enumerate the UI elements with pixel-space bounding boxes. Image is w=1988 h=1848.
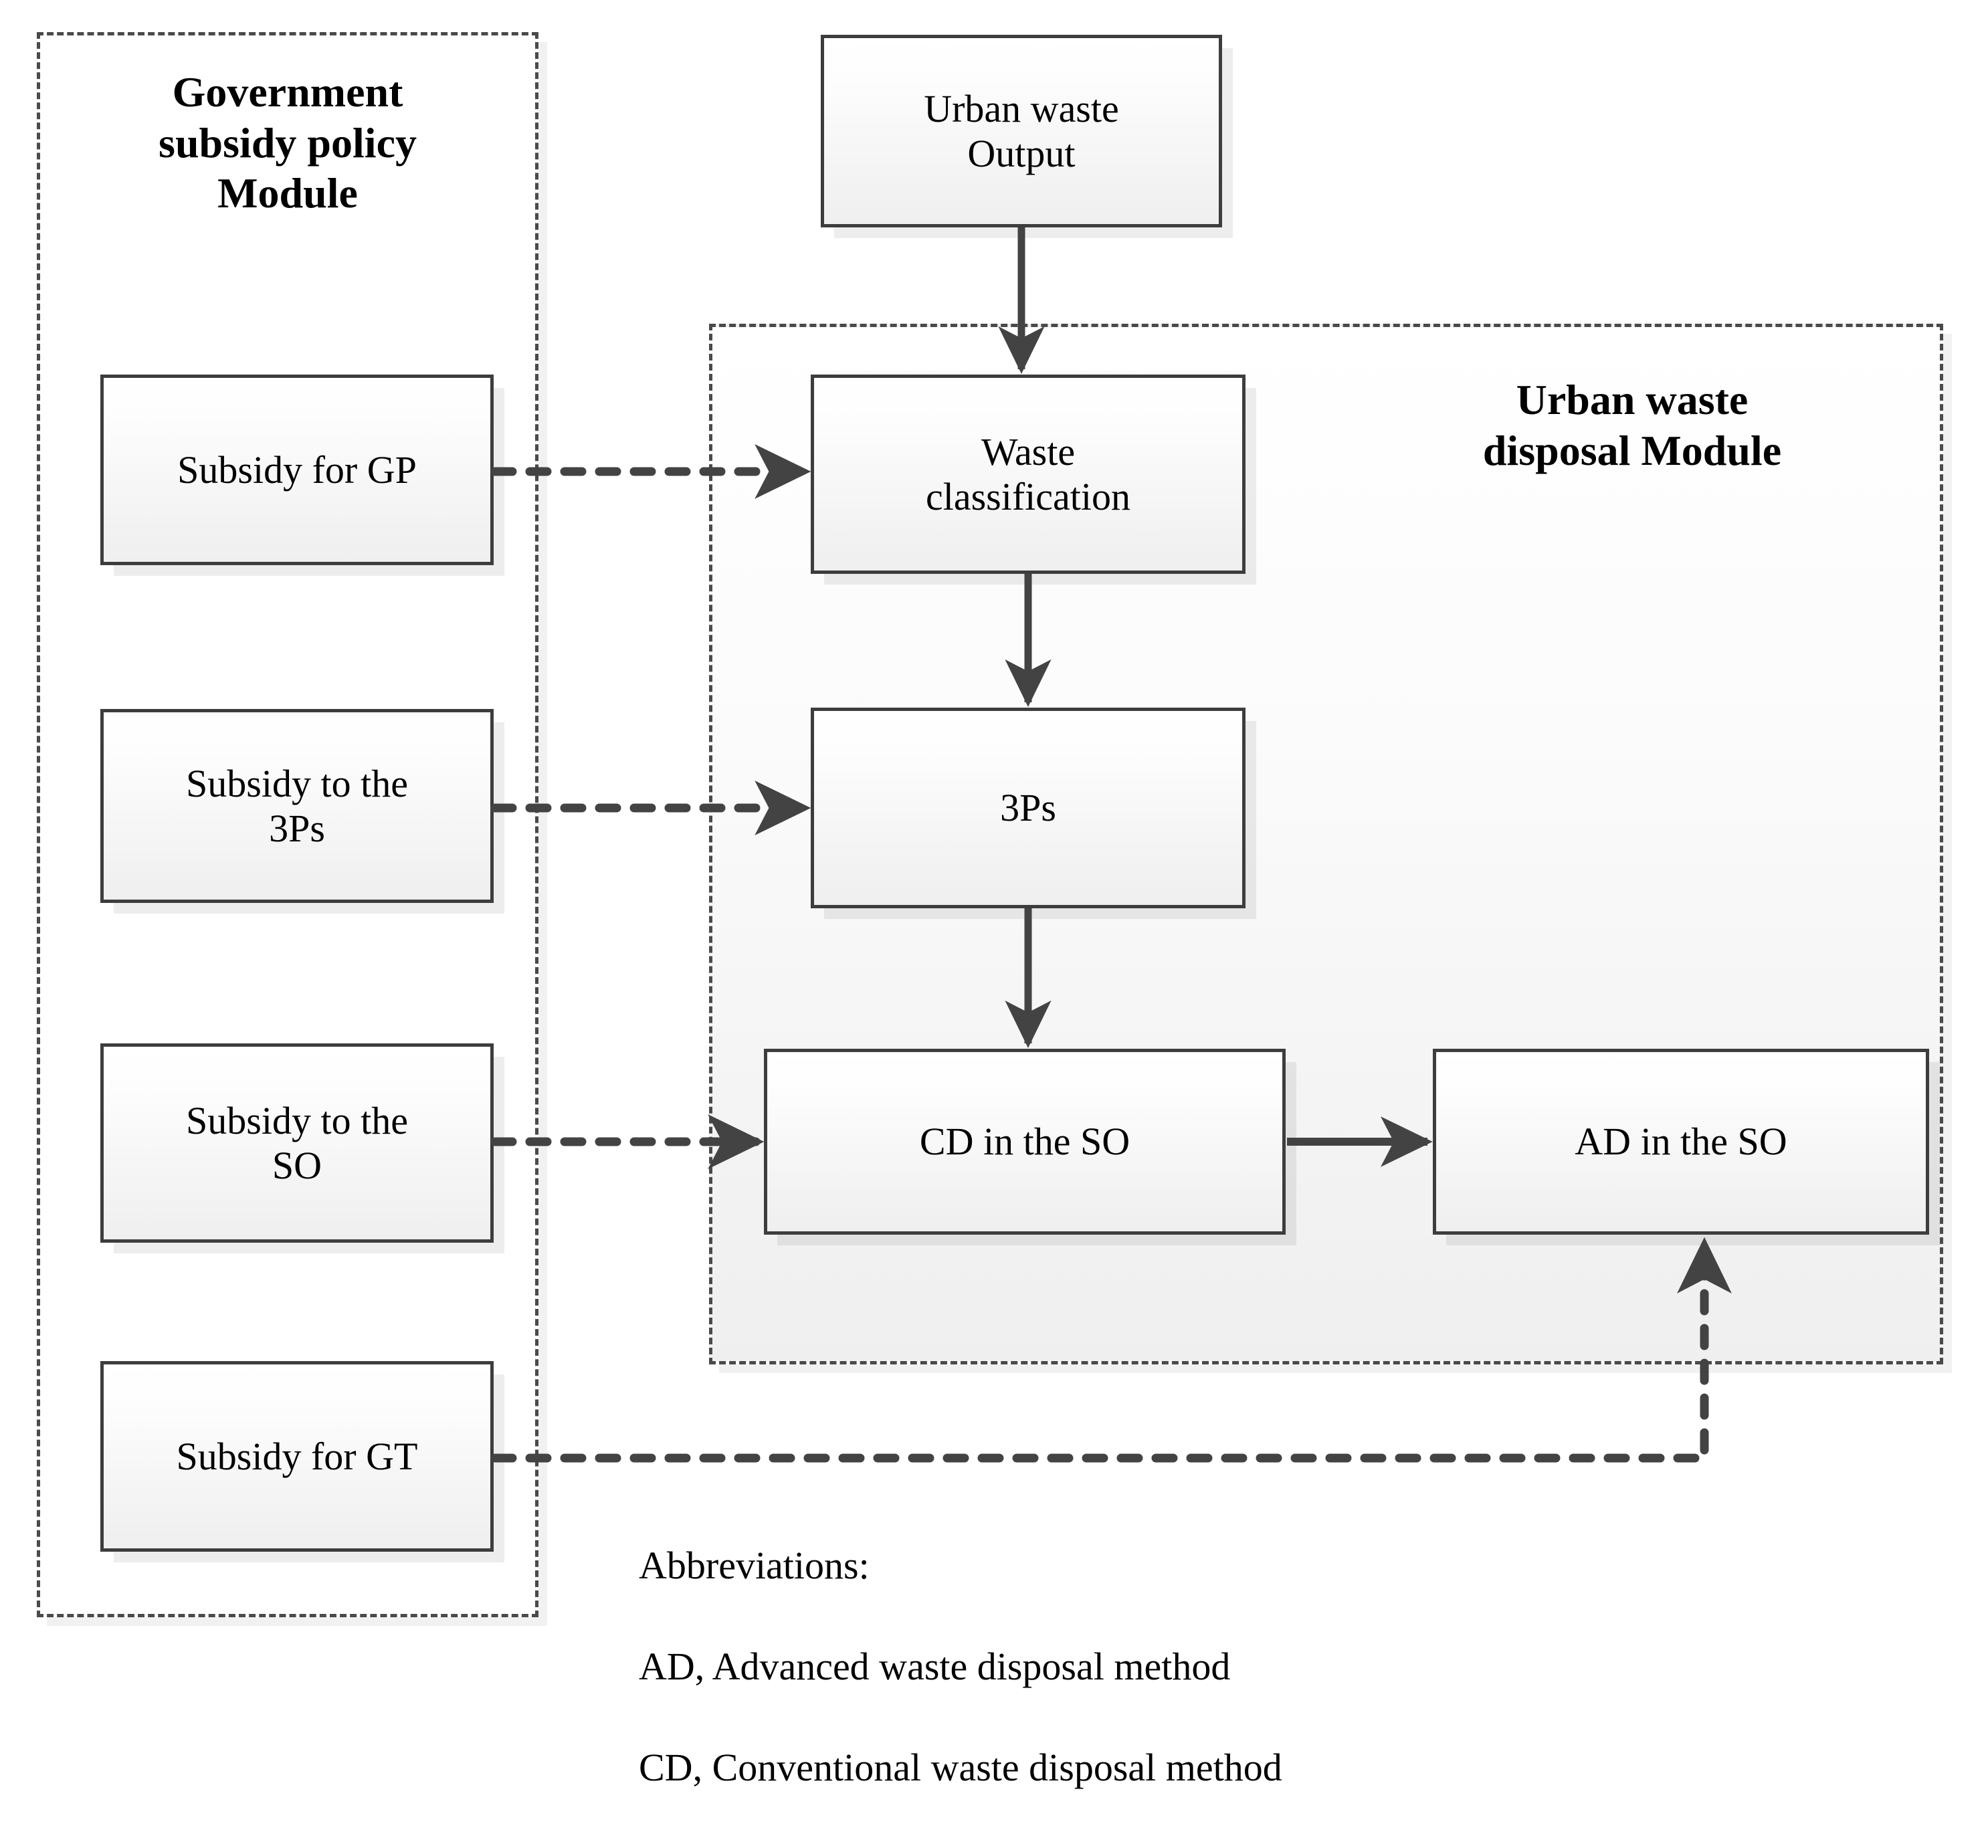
node-subsidy-for-gp[interactable]: Subsidy for GP	[100, 375, 494, 565]
government-module-title: Government subsidy policy Module	[159, 68, 417, 217]
node-waste-classification[interactable]: Waste classification	[811, 375, 1246, 574]
abbreviation-item-gp: GP, Government publicity	[639, 1843, 1776, 1848]
abbreviation-item-ad: AD, Advanced waste disposal method	[639, 1645, 1231, 1689]
node-label: Subsidy for GP	[177, 447, 417, 492]
node-subsidy-to-the-so[interactable]: Subsidy to the SO	[100, 1043, 494, 1243]
node-label: Subsidy to the SO	[186, 1098, 408, 1187]
abbreviation-item-cd: CD, Conventional waste disposal method	[639, 1745, 1282, 1789]
node-label: AD in the SO	[1575, 1120, 1787, 1164]
node-ad-in-the-so[interactable]: AD in the SO	[1433, 1049, 1929, 1235]
node-label: Subsidy for GT	[176, 1434, 418, 1478]
node-label: Waste classification	[925, 429, 1130, 518]
node-label: Subsidy to the 3Ps	[186, 761, 408, 850]
node-urban-waste-output[interactable]: Urban waste Output	[821, 35, 1222, 227]
node-subsidy-for-gt[interactable]: Subsidy for GT	[100, 1361, 494, 1552]
node-subsidy-to-the-3ps[interactable]: Subsidy to the 3Ps	[100, 709, 494, 903]
urban-waste-disposal-module-title: Urban waste disposal Module	[1482, 376, 1782, 474]
node-cd-in-the-so[interactable]: CD in the SO	[764, 1049, 1286, 1235]
node-label: Urban waste Output	[924, 86, 1119, 175]
node-3ps[interactable]: 3Ps	[811, 708, 1246, 908]
abbreviations-block: Abbreviations: AD, Advanced waste dispos…	[639, 1490, 1776, 1848]
abbreviations-heading: Abbreviations:	[639, 1544, 870, 1588]
node-label: 3Ps	[1000, 786, 1056, 830]
node-label: CD in the SO	[919, 1120, 1130, 1164]
